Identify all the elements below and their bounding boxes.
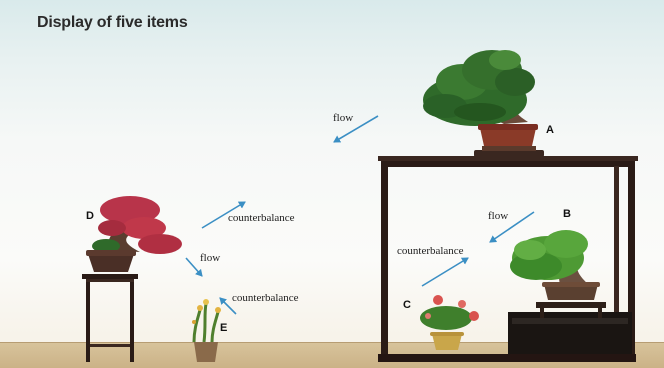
counterbalance-label-left-lower: counterbalance: [232, 292, 299, 304]
large-display-stand: [378, 156, 638, 362]
item-letter-d: D: [86, 210, 94, 222]
flow-label-left: flow: [200, 252, 221, 264]
counterbalance-arrow-right: [421, 257, 469, 287]
counterbalance-label-left-upper: counterbalance: [228, 212, 295, 224]
item-letter-a: A: [546, 124, 554, 136]
flow-arrow-right: [489, 211, 535, 243]
counterbalance-arrow-left-lower: [219, 297, 237, 315]
flow-label-top: flow: [333, 112, 354, 124]
flow-label-right: flow: [488, 210, 509, 222]
bonsai-tree-a: [423, 50, 544, 157]
item-letter-b: B: [563, 208, 571, 220]
flow-arrow-left: [185, 257, 203, 277]
low-table: [508, 312, 632, 354]
item-letter-c: C: [403, 299, 411, 311]
bonsai-tree-c: [420, 295, 479, 350]
floor-edge: [0, 342, 664, 343]
bonsai-tree-b: [510, 230, 606, 318]
item-letter-e: E: [220, 322, 228, 334]
flow-arrow-top: [333, 115, 379, 143]
counterbalance-label-right: counterbalance: [397, 245, 464, 257]
figure-title: Display of five items: [37, 14, 188, 31]
bonsai-tree-d: [86, 196, 182, 272]
accent-plant-e: [192, 299, 221, 362]
small-stand: [82, 274, 138, 362]
counterbalance-arrow-left-upper: [201, 201, 246, 229]
